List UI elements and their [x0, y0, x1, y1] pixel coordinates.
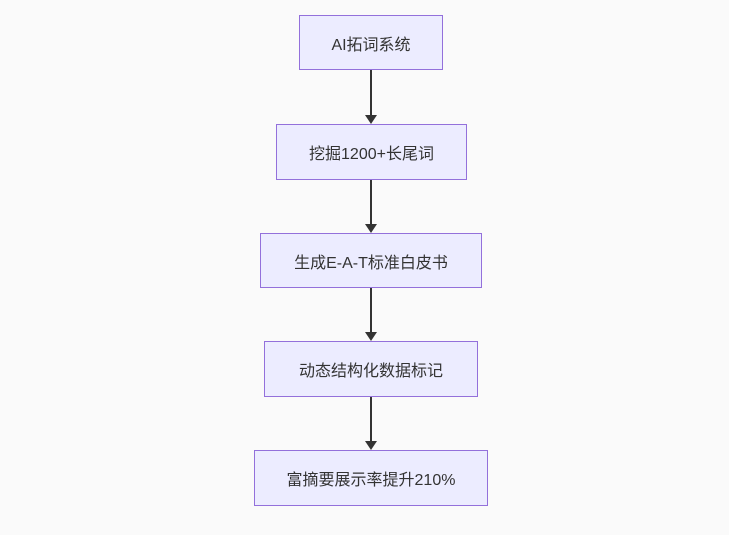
edge-arrow-4: [365, 397, 377, 450]
node-label: 动态结构化数据标记: [298, 363, 443, 380]
node-label: AI拓词系统: [331, 36, 411, 54]
arrowhead-down-icon: [365, 115, 377, 124]
arrow-line: [370, 397, 372, 441]
node-label: 富摘要展示率提升210%: [286, 472, 456, 489]
arrow-line: [370, 288, 372, 332]
arrow-line: [370, 70, 372, 115]
arrowhead-down-icon: [365, 224, 377, 233]
flow-node-longtail-mining: 挖掘1200+长尾词: [276, 124, 467, 180]
edge-arrow-1: [365, 70, 377, 124]
edge-arrow-2: [365, 180, 377, 233]
flow-node-rich-snippet-result: 富摘要展示率提升210%: [254, 450, 488, 506]
arrow-line: [370, 180, 372, 224]
flow-node-eat-whitepaper: 生成E-A-T标准白皮书: [260, 233, 482, 288]
arrowhead-down-icon: [365, 441, 377, 450]
node-label: 挖掘1200+长尾词: [309, 146, 434, 163]
flow-node-structured-data-markup: 动态结构化数据标记: [264, 341, 478, 397]
edge-arrow-3: [365, 288, 377, 341]
flow-node-ai-keyword-system: AI拓词系统: [299, 15, 443, 70]
arrowhead-down-icon: [365, 332, 377, 341]
node-label: 生成E-A-T标准白皮书: [294, 254, 448, 272]
